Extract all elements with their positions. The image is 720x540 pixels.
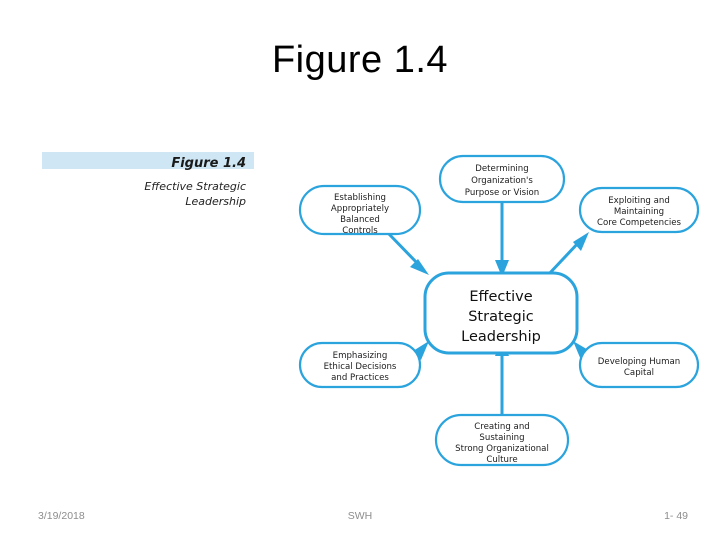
- diagram-node-top[interactable]: Determining Organization's Purpose or Vi…: [438, 154, 566, 204]
- figure-artwork: Figure 1.4 Effective Strategic Leadershi…: [30, 138, 700, 478]
- footer-center-label: SWH: [347, 510, 373, 522]
- footer-date: 3/19/2018: [38, 510, 85, 522]
- connector-top-to-center: [495, 201, 509, 277]
- top-node-line-3: Purpose or Vision: [465, 188, 539, 198]
- upper-right-node-line-2: Maintaining: [614, 207, 664, 217]
- figure-caption-banner: Figure 1.4: [42, 152, 254, 171]
- diagram-node-upper-right[interactable]: Exploiting and Maintaining Core Competen…: [578, 186, 700, 234]
- figure-caption-subtitle: Effective Strategic Leadership: [42, 179, 254, 209]
- strategic-leadership-diagram: Effective Strategic Leadership Determini…: [298, 154, 700, 467]
- bottom-node-line-2: Sustaining: [479, 433, 524, 443]
- upper-right-node-line-3: Core Competencies: [597, 218, 681, 228]
- top-node-line-1: Determining: [475, 164, 528, 174]
- connector-center-to-upper-right: [546, 232, 589, 277]
- bottom-node-line-4: Culture: [486, 455, 517, 465]
- slide-footer: 3/19/2018 SWH 1- 49: [0, 510, 720, 526]
- upper-left-node-line-2: Appropriately: [331, 204, 389, 214]
- figure-caption-subtitle-line2: Leadership: [185, 195, 246, 208]
- diagram-node-bottom[interactable]: Creating and Sustaining Strong Organizat…: [434, 413, 570, 467]
- diagram-node-lower-left[interactable]: Emphasizing Ethical Decisions and Practi…: [298, 341, 422, 389]
- diagram-node-lower-right[interactable]: Developing Human Capital: [578, 341, 700, 389]
- bottom-node-line-1: Creating and: [474, 422, 529, 432]
- page-title: Figure 1.4: [271, 39, 449, 81]
- bottom-node-line-3: Strong Organizational: [455, 444, 549, 454]
- lower-left-node-line-1: Emphasizing: [333, 351, 388, 361]
- upper-left-node-line-4: Controls: [342, 226, 378, 236]
- lower-left-node-line-2: Ethical Decisions: [324, 362, 397, 372]
- lower-left-node-line-3: and Practices: [331, 373, 389, 383]
- figure-caption-block: Figure 1.4 Effective Strategic Leadershi…: [42, 152, 254, 209]
- lower-right-node-line-2: Capital: [624, 368, 654, 378]
- diagram-node-upper-left[interactable]: Establishing Appropriately Balanced Cont…: [298, 184, 422, 236]
- connector-upper-left-to-center: [386, 231, 429, 275]
- figure-caption-label: Figure 1.4: [171, 156, 246, 171]
- upper-right-node-line-1: Exploiting and: [608, 196, 670, 206]
- figure-caption-subtitle-line1: Effective Strategic: [144, 180, 246, 193]
- diagram-node-center[interactable]: Effective Strategic Leadership: [423, 271, 579, 355]
- center-node-line-3: Leadership: [461, 329, 541, 345]
- center-node-line-2: Strategic: [468, 309, 534, 325]
- center-node-line-1: Effective: [469, 289, 532, 305]
- upper-left-node-line-1: Establishing: [334, 193, 386, 203]
- upper-left-node-line-3: Balanced: [340, 215, 380, 225]
- top-node-line-2: Organization's: [471, 176, 533, 186]
- lower-right-node-line-1: Developing Human: [598, 357, 680, 367]
- footer-page-number: 1- 49: [664, 510, 688, 522]
